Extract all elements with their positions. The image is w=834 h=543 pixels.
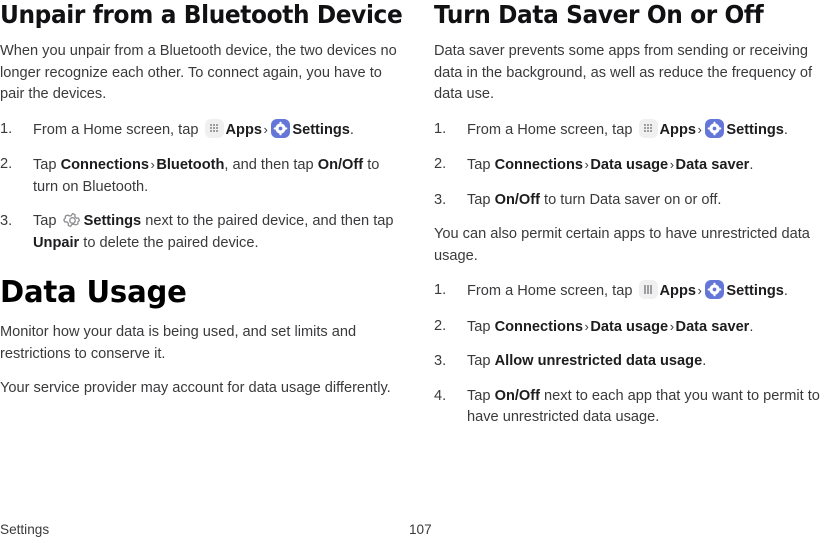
step-text: next to the paired device, and then tap — [141, 213, 394, 229]
step-emphasis: Data usage — [590, 318, 669, 335]
step-number: 1. — [434, 120, 447, 137]
step-text: . — [749, 157, 754, 173]
gear-outline-icon — [62, 211, 82, 230]
step-text: . — [783, 121, 788, 138]
step-emphasis: Settings — [726, 121, 784, 138]
step-emphasis: Data saver — [675, 157, 750, 173]
step-text: . — [783, 283, 788, 299]
step-emphasis: Unpair — [33, 234, 80, 251]
step-item: 3. Tap On/Off to turn Data saver on or of… — [434, 190, 834, 212]
section-heading-unpair: Unpair from a Bluetooth Device — [0, 0, 403, 29]
data-usage-paragraph-2: Your service provider may account for da… — [0, 380, 391, 396]
chevron-right-icon: › — [697, 121, 702, 137]
step-text: . — [749, 318, 754, 335]
step-emphasis: On/Off — [494, 191, 540, 208]
data-usage-paragraph-1: Monitor how your data is being used, and… — [0, 324, 357, 362]
footer-page-number: 107 — [409, 521, 432, 537]
step-text: . — [702, 353, 707, 369]
chapter-heading-data-usage: Data Usage — [0, 275, 187, 310]
step-item: 4. Tap On/Off next to each app that you w… — [434, 386, 834, 429]
step-text: Tap — [33, 157, 61, 173]
right-column: Turn Data Saver On or Off Data saver pre… — [434, 0, 834, 435]
step-text: Tap — [467, 318, 495, 335]
step-text: . — [349, 121, 354, 138]
step-emphasis: Connections — [494, 157, 583, 173]
step-emphasis: Connections — [60, 157, 149, 173]
step-text: From a Home screen, tap — [467, 121, 637, 138]
step-text: next to each app that you want to permit… — [467, 387, 820, 426]
chevron-right-icon: › — [263, 121, 268, 137]
step-number: 1. — [0, 120, 13, 137]
apps-grid-icon — [204, 118, 224, 138]
step-emphasis: Apps — [225, 121, 262, 138]
step-item: 1. From a Home screen, tap Apps› Settings. — [0, 118, 400, 142]
settings-gear-blue-icon — [705, 118, 725, 138]
step-item: 1. From a Home screen, tap Apps› Settings. — [434, 118, 834, 142]
step-text: to delete the paired device. — [79, 234, 259, 251]
two-column-layout: Unpair from a Bluetooth Device When you … — [0, 0, 834, 435]
step-text: to turn Data saver on or off. — [540, 191, 722, 208]
step-text: From a Home screen, tap — [467, 283, 637, 299]
step-text: Tap — [33, 213, 61, 229]
step-item: 3. Tap Settings next to the paired device… — [0, 211, 400, 254]
intro-paragraph-unpair: When you unpair from a Bluetooth device,… — [0, 43, 397, 102]
step-number: 2. — [434, 317, 447, 334]
step-item: 2.Tap Connections›Data usage›Data saver. — [434, 316, 834, 339]
step-item: 2.Tap Connections›Data usage›Data saver. — [434, 154, 834, 177]
apps-grid-icon — [638, 280, 658, 299]
intro-paragraph-data-saver: Data saver prevents some apps from sendi… — [434, 43, 813, 102]
page-footer: Settings 107 — [0, 515, 834, 543]
steps-list-unpair: 1.From a Home screen, tap Apps›Settings.… — [0, 118, 400, 255]
mid-paragraph-unrestricted: You can also permit certain apps to have… — [434, 226, 810, 264]
step-number: 3. — [434, 353, 447, 369]
step-emphasis: Apps — [659, 283, 696, 299]
left-column: Unpair from a Bluetooth Device When you … — [0, 0, 403, 435]
step-number: 3. — [434, 191, 447, 208]
step-emphasis: Settings — [83, 213, 142, 229]
step-emphasis: Data usage — [590, 157, 669, 173]
step-number: 2. — [0, 156, 13, 172]
step-text: , and then tap — [224, 157, 318, 173]
step-emphasis: Settings — [292, 121, 350, 138]
step-number: 3. — [0, 213, 13, 229]
step-text: From a Home screen, tap — [33, 121, 203, 138]
step-emphasis: Connections — [494, 318, 583, 335]
step-text: Tap — [467, 387, 495, 404]
step-emphasis: Settings — [726, 283, 784, 299]
step-text: Tap — [467, 353, 495, 369]
steps-list-data-saver-toggle: 1.From a Home screen, tap Apps›Settings.… — [434, 118, 834, 212]
steps-list-unrestricted-data: 1.From a Home screen, tap Apps›Settings.… — [434, 280, 834, 429]
step-text: Tap — [467, 157, 495, 173]
step-item: 1. From a Home screen, tap Apps› Settings. — [434, 280, 834, 303]
step-number: 1. — [434, 282, 447, 298]
step-emphasis: On/Off — [494, 387, 540, 404]
chevron-right-icon: › — [150, 157, 155, 172]
step-emphasis: Data saver — [675, 318, 750, 335]
chevron-right-icon: › — [584, 157, 589, 172]
step-emphasis: On/Off — [317, 157, 364, 173]
step-item: 3. Tap Allow unrestricted data usage. — [434, 351, 834, 373]
chevron-right-icon: › — [669, 157, 675, 172]
step-emphasis: Allow unrestricted data usage — [494, 353, 703, 369]
settings-gear-blue-icon — [271, 118, 291, 138]
chevron-right-icon: › — [584, 318, 589, 334]
step-number: 4. — [434, 387, 447, 404]
step-number: 2. — [434, 156, 447, 172]
step-text: to turn on Bluetooth. — [33, 157, 380, 195]
apps-grid-icon — [638, 118, 658, 138]
step-item: 2. Tap Connections›Bluetooth, and then ta… — [0, 154, 400, 198]
step-emphasis: Bluetooth — [156, 157, 225, 173]
settings-gear-blue-icon — [705, 280, 725, 299]
chevron-right-icon: › — [697, 283, 702, 298]
chevron-right-icon: › — [669, 318, 675, 334]
step-emphasis: Apps — [659, 121, 696, 138]
section-heading-data-saver: Turn Data Saver On or Off — [434, 0, 764, 29]
step-text: Tap — [467, 191, 495, 208]
footer-section-label: Settings — [0, 521, 50, 537]
